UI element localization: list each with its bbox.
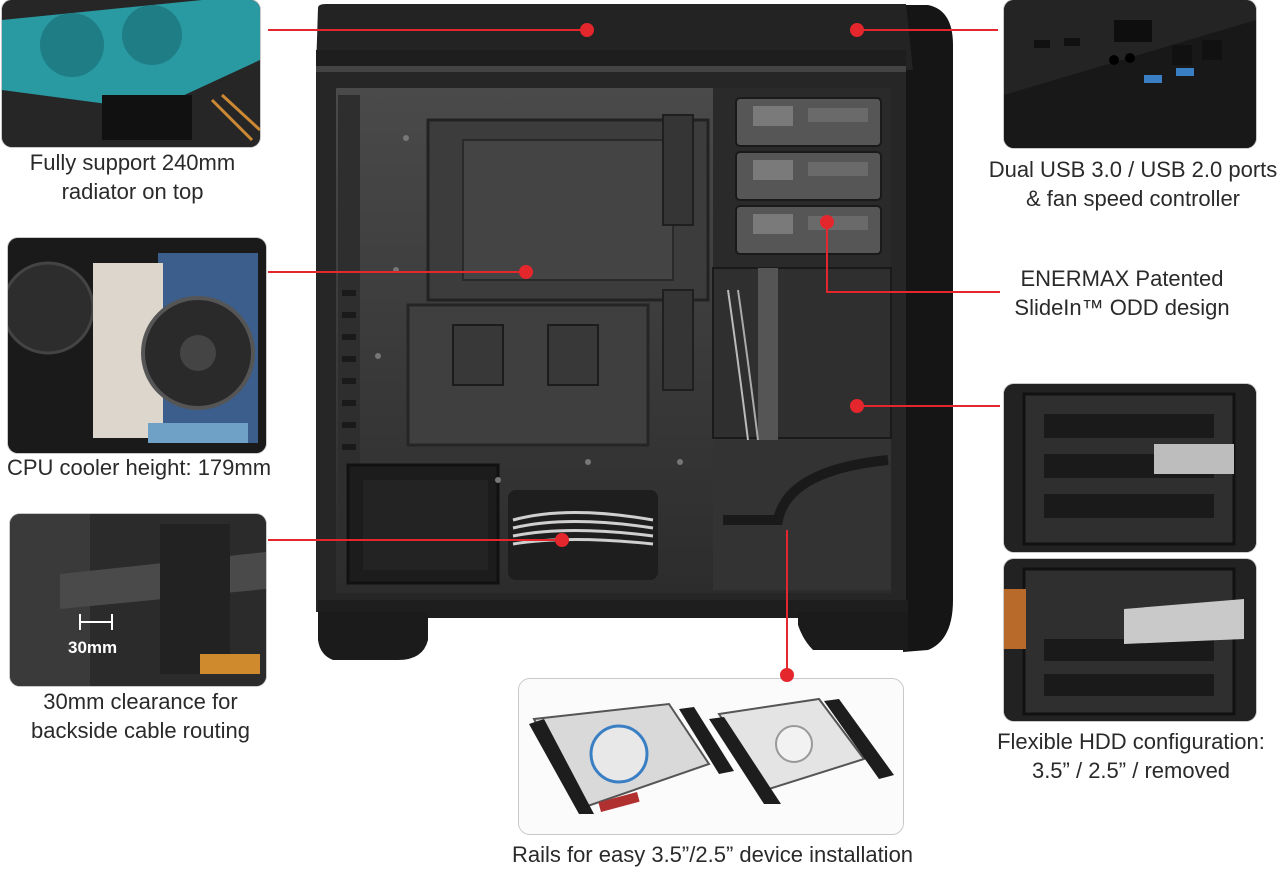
measure-label: 30mm: [68, 638, 118, 657]
pc-case-photo: [308, 0, 958, 665]
drive-rails-photo: [518, 678, 904, 835]
radiator-callout-dot: [580, 23, 594, 37]
radiator-photo: [2, 0, 260, 147]
ports-callout-dot: [850, 23, 864, 37]
clearance-photo: 30mm: [10, 514, 266, 686]
cooler-caption: CPU cooler height: 179mm: [6, 455, 272, 480]
odd-callout-dot: [820, 215, 834, 229]
hdd-cage-photo: [1004, 384, 1256, 552]
io-panel-photo: [1004, 0, 1256, 148]
rails-caption: Rails for easy 3.5”/2.5” device installa…: [511, 842, 914, 867]
rails-callout-dot: [780, 668, 794, 682]
hdd-tray-photo: [1004, 559, 1256, 721]
odd-callout-line: [826, 222, 1000, 293]
clearance-callout-dot: [555, 533, 569, 547]
cpu-cooler-photo: [8, 238, 266, 453]
hdd-callout-dot: [850, 399, 864, 413]
hdd-caption: Flexible HDD configuration:3.5” / 2.5” /…: [997, 729, 1265, 783]
ports-caption: Dual USB 3.0 / USB 2.0 ports& fan speed …: [988, 157, 1278, 211]
cooler-callout-dot: [519, 265, 533, 279]
